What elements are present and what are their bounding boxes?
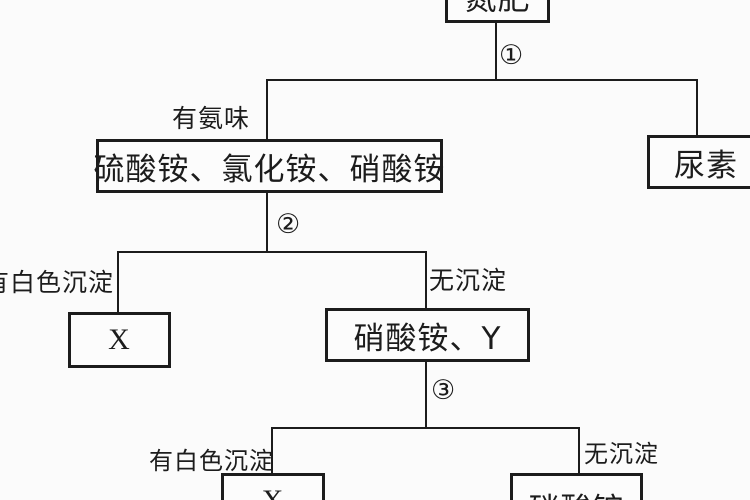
node-x-level3: X	[221, 473, 325, 500]
node-urea: 尿素	[647, 135, 750, 189]
step-2-marker: ②	[276, 209, 301, 240]
step-1-marker: ①	[499, 40, 524, 71]
node-x-level2: X	[68, 312, 171, 368]
connector-level1-left-drop	[266, 79, 268, 141]
label-ammonia-smell: 有氨味	[172, 104, 251, 133]
connector-level3-left-drop	[271, 427, 273, 475]
connector-level1-horizontal	[266, 79, 698, 81]
label-white-precipitate-level3: 有白色沉淀	[149, 447, 274, 475]
node-nitrate-level3: 硝酸铵	[510, 473, 643, 500]
connector-level2-horizontal	[117, 251, 427, 253]
step-3-marker: ③	[431, 375, 456, 406]
connector-nitrate-y-vertical	[425, 360, 427, 429]
connector-root-vertical	[495, 21, 497, 80]
connector-level1-right-drop	[696, 79, 698, 137]
label-white-precipitate-level2: 有白色沉淀	[0, 268, 115, 297]
connector-level2-left-drop	[117, 251, 119, 314]
node-ammonium-salts: 硫酸铵、氯化铵、硝酸铵	[94, 139, 445, 193]
node-nitrogen-fertilizer: 氮肥	[445, 0, 550, 23]
connector-level2-right-drop	[425, 251, 427, 310]
connector-salts-vertical	[266, 191, 268, 253]
label-no-precipitate-level2: 无沉淀	[429, 266, 508, 295]
label-no-precipitate-level3: 无沉淀	[584, 440, 659, 468]
connector-level3-right-drop	[578, 427, 580, 475]
connector-level3-horizontal	[271, 427, 580, 429]
node-nitrate-y: 硝酸铵、Y	[325, 308, 530, 362]
